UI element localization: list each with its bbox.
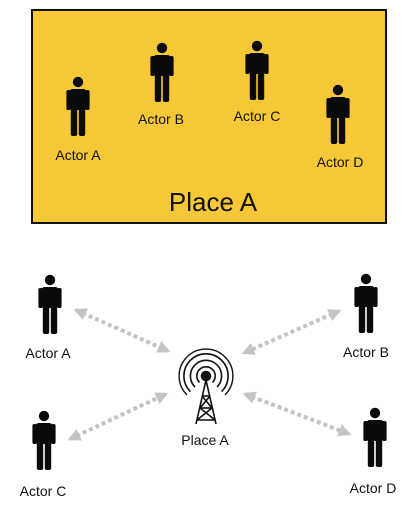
place-actor-c: Actor C [234,40,281,124]
hub-label: Place A [181,432,229,448]
person-icon [363,407,387,467]
actor-label: Actor B [138,111,184,127]
actor-label: Actor C [20,483,67,499]
link-arrow-actor-d [242,391,352,437]
place-actor-a: Actor A [55,76,101,163]
actor-label: Actor D [317,154,364,170]
actor-label: Actor A [55,147,101,163]
link-arrow-actor-c [67,392,169,441]
person-icon [32,410,56,470]
place-actor-b: Actor B [138,42,184,127]
actor-label: Actor B [343,344,389,360]
actor-label: Actor D [350,480,397,496]
radio-tower-icon [178,348,234,425]
link-arrow-actor-a [73,308,171,353]
place-actor-d: Actor D [317,84,364,170]
actor-label: Actor C [234,108,281,124]
person-icon [38,274,62,334]
actor-label: Actor A [25,345,71,361]
network-actor-a: Actor A [25,274,71,361]
place-panel: Actor A Actor B Actor C Actor D Place A [31,9,387,224]
network-actor-c: Actor C [20,410,67,499]
link-arrow-actor-b [241,309,342,355]
place-title: Place A [169,187,258,217]
network-actor-b: Actor B [343,273,389,360]
network-panel: Place A Actor A Actor B Actor C Actor D [20,273,397,499]
network-actor-d: Actor D [350,407,397,496]
person-icon [354,273,378,333]
